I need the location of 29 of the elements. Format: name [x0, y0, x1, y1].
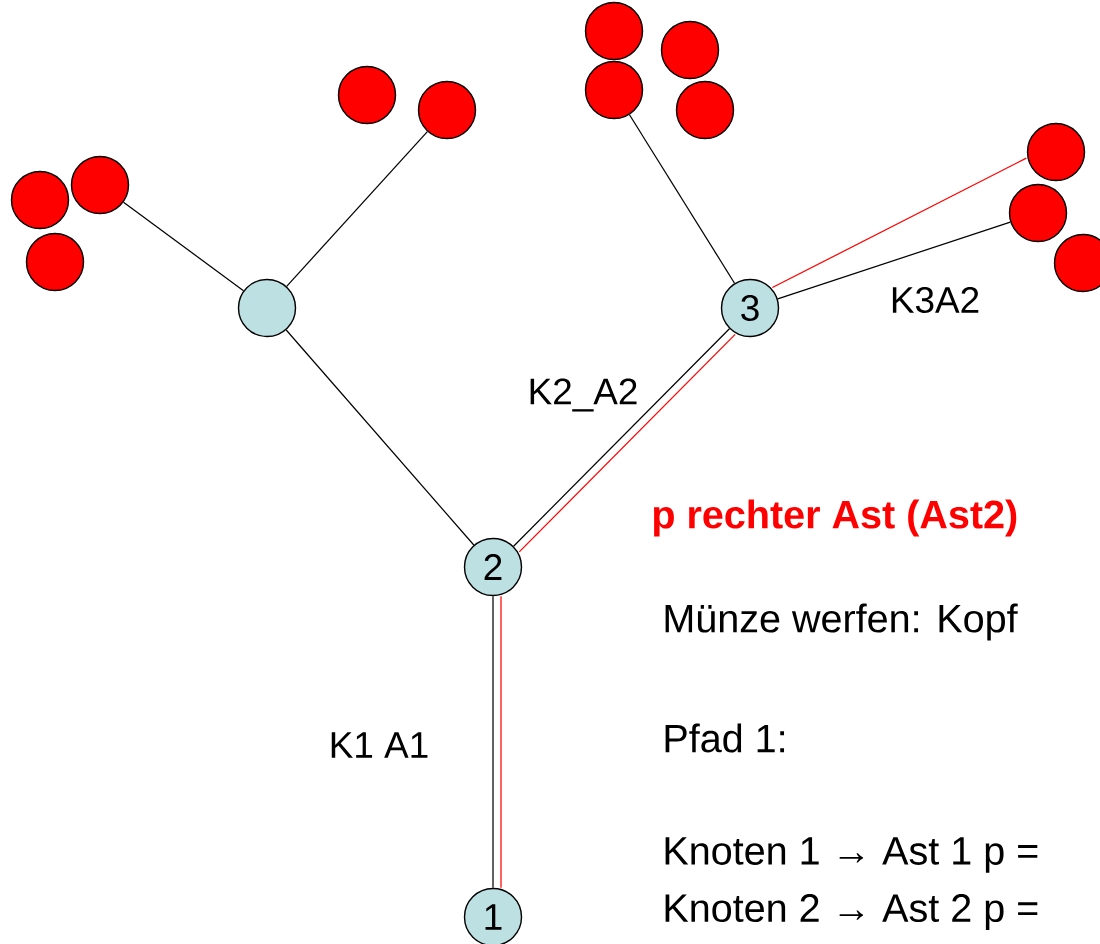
edge-label: K2_A2 [525, 376, 641, 414]
branch-line [777, 221, 1011, 300]
branch-line [286, 131, 428, 287]
leaf-circle [10, 170, 70, 230]
branch-line [628, 114, 736, 284]
leaf-circle [1053, 233, 1100, 293]
branch-line [285, 329, 475, 546]
edge-label: K3A2 [888, 285, 982, 315]
text-line: Knoten 2 → Ast 2 p = [665, 894, 1038, 930]
edge-label: K1 A1 [327, 730, 432, 760]
branch-line [492, 595, 494, 889]
text-line: Knoten 1 → Ast 1 p = [665, 837, 1038, 873]
node-circle [237, 278, 297, 338]
leaf-circle [25, 232, 85, 292]
leaf-circle [1008, 183, 1068, 243]
leaf-circle [584, 60, 644, 120]
text-line: Pfad 1: [665, 723, 784, 753]
branch-line [500, 595, 502, 889]
heading: p rechter Ast (Ast2) [654, 499, 1017, 537]
text-line: Münze werfen: Kopf [665, 603, 1018, 641]
leaf-circle [337, 65, 397, 125]
leaf-circle [417, 80, 477, 140]
leaf-circle [660, 20, 720, 80]
leaf-circle [1026, 122, 1086, 182]
leaf-circle [584, 1, 644, 61]
leaf-circle [675, 80, 735, 140]
leaf-circle [70, 155, 130, 215]
branch-line [122, 201, 245, 292]
branch-line [771, 157, 1027, 289]
